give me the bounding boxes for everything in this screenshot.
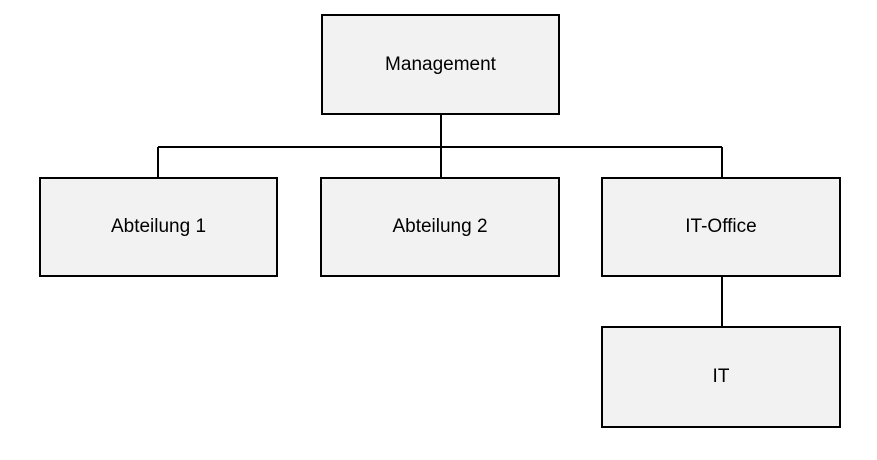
node-it-label: IT [712,366,730,387]
node-abteilung-2-label: Abteilung 2 [392,216,488,237]
node-it-office: IT-Office [601,177,841,277]
node-abteilung-1: Abteilung 1 [39,177,278,277]
node-abteilung-2: Abteilung 2 [320,177,560,277]
node-management: Management [321,14,560,115]
node-management-label: Management [385,53,496,75]
node-it: IT [601,326,841,428]
node-abteilung-1-label: Abteilung 1 [110,216,207,237]
node-it-office-label: IT-Office [685,216,757,237]
